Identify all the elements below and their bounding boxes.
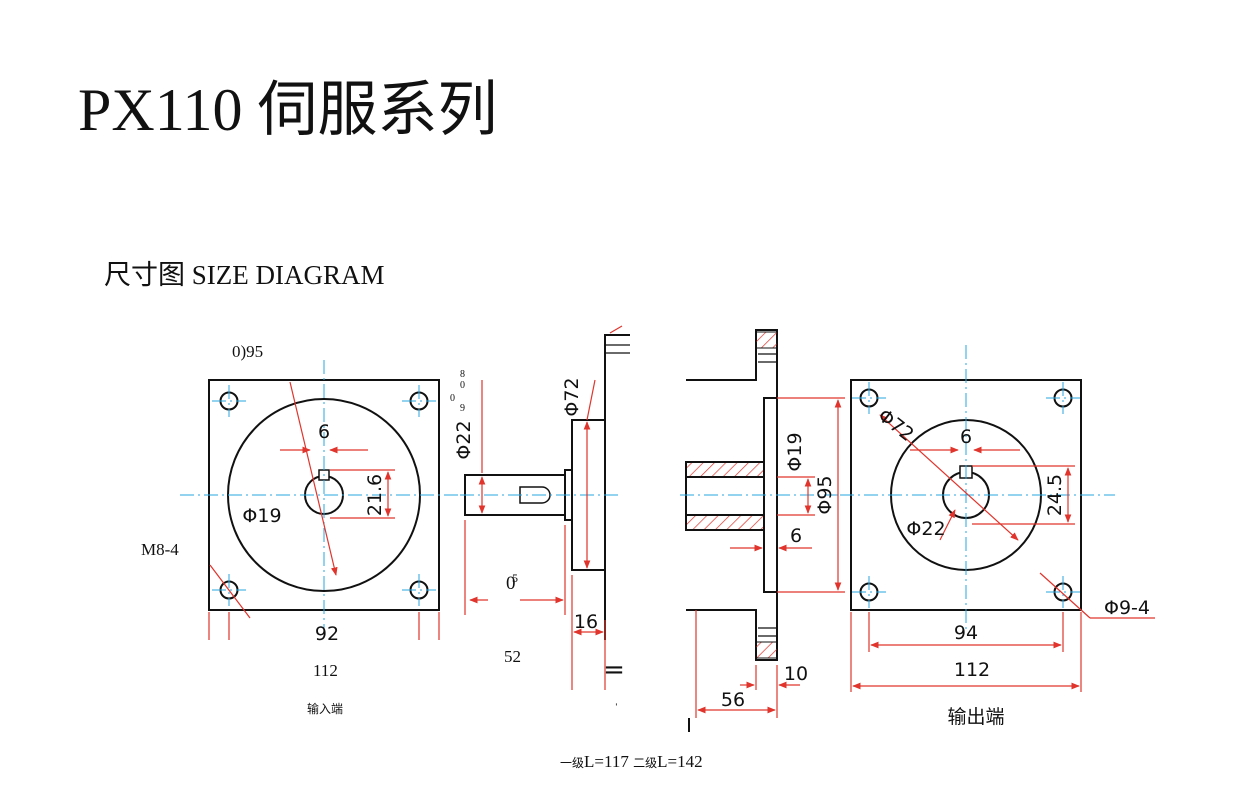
output-bolt-span-label: 94 xyxy=(954,622,978,644)
stacked-digit: 5 xyxy=(512,571,518,585)
shaft-pilot-label: Φ22 xyxy=(453,420,475,459)
input-top-label: 0)95 xyxy=(232,342,264,361)
section-key-label: 6 xyxy=(790,525,802,547)
section-length-label: 56 xyxy=(721,689,745,711)
size-diagram-heading: 尺寸图 SIZE DIAGRAM xyxy=(104,260,385,290)
output-bore-label: Φ22 xyxy=(906,518,945,540)
stacked-digit: 0 xyxy=(506,573,516,594)
shaft-total-label: 52 xyxy=(504,647,521,666)
input-square-label: 112 xyxy=(313,661,338,680)
stage-one-length: L=117 xyxy=(584,752,629,771)
shaft-dimensions xyxy=(464,325,623,690)
section-pilot-label: Φ95 xyxy=(814,475,836,514)
stage-two-length: L=142 xyxy=(657,752,703,771)
shaft-side-view xyxy=(464,334,630,640)
output-dimensions xyxy=(850,414,1155,692)
input-bore-label: Φ19 xyxy=(242,505,281,527)
input-thread-label: M8-4 xyxy=(141,540,179,559)
output-key-height-label: 24.5 xyxy=(1044,474,1066,516)
output-square-label: 112 xyxy=(954,659,990,681)
stacked-digit: 8 xyxy=(460,369,465,380)
stacked-digit: 9 xyxy=(460,403,465,414)
tick-mark: ˈ xyxy=(614,702,619,717)
page-title: PX110 伺服系列 xyxy=(78,77,498,143)
input-dimensions xyxy=(208,381,440,640)
equals-mark: = xyxy=(603,655,625,685)
output-section-view xyxy=(685,329,778,732)
output-key-width-label: 6 xyxy=(960,426,972,448)
stacked-digit: 0 xyxy=(450,393,455,404)
section-dimensions xyxy=(695,397,845,718)
stacked-digit: 0 xyxy=(460,380,465,391)
output-hole-label: Φ9-4 xyxy=(1104,597,1150,619)
output-end-caption: 输出端 xyxy=(947,706,1004,728)
shaft-length-label: 16 xyxy=(574,611,598,633)
shaft-flange-label: Φ72 xyxy=(561,377,583,416)
section-bore-label: Φ19 xyxy=(784,432,806,471)
shaft-key xyxy=(519,486,551,504)
output-centerlines xyxy=(840,345,1115,630)
section-flange-thickness-label: 10 xyxy=(784,663,808,685)
input-bolt-span-label: 92 xyxy=(315,623,339,645)
length-note: 一级L=117 二级L=142 xyxy=(560,752,703,772)
input-key-width-label: 6 xyxy=(318,421,330,443)
output-pcd-label: Φ72 xyxy=(874,405,918,446)
input-centerlines xyxy=(180,360,470,630)
input-end-caption: 输入端 xyxy=(307,702,344,716)
stage-one-prefix: 一级 xyxy=(560,756,585,770)
input-key-height-label: 21.6 xyxy=(364,474,386,516)
stage-two-prefix: 二级 xyxy=(633,756,658,770)
